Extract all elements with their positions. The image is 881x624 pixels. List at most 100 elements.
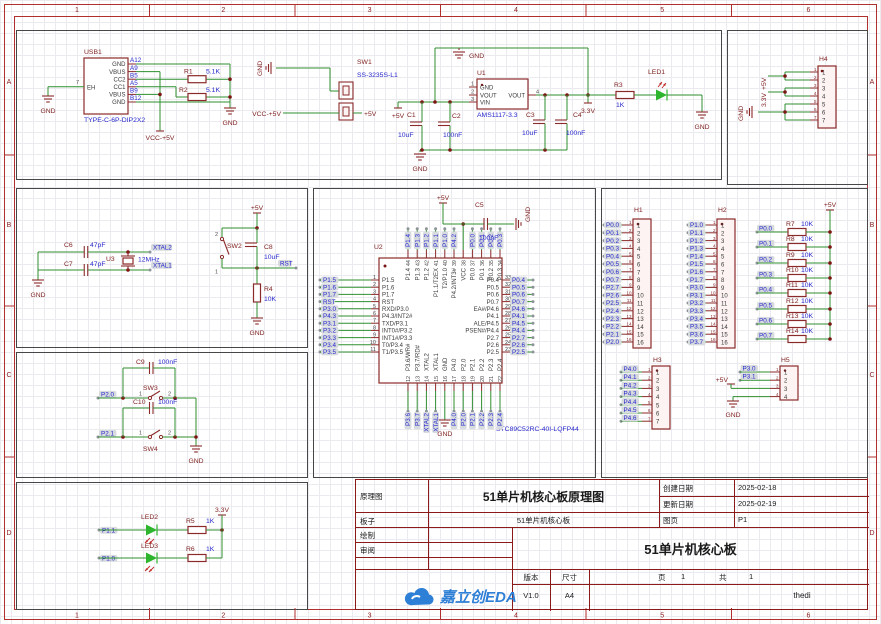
junction-dot bbox=[783, 74, 787, 78]
label: 10K bbox=[264, 296, 277, 303]
net-label: P3.0 bbox=[321, 305, 339, 313]
label: 100nF bbox=[443, 132, 462, 139]
label: 5 bbox=[629, 251, 632, 256]
label: R13 bbox=[786, 313, 799, 320]
polygon bbox=[146, 524, 157, 536]
label: 41 bbox=[434, 260, 440, 266]
component-body[interactable] bbox=[252, 283, 262, 303]
svg-text:P4.2: P4.2 bbox=[451, 234, 458, 247]
net-label: P0.3 bbox=[757, 270, 775, 279]
svg-text:P0.0: P0.0 bbox=[759, 226, 772, 233]
label: GND bbox=[112, 100, 126, 106]
svg-text:P0.5: P0.5 bbox=[606, 261, 619, 268]
label: XTAL2 bbox=[425, 352, 431, 371]
component-body[interactable] bbox=[378, 257, 503, 384]
component-body[interactable] bbox=[787, 334, 807, 344]
svg-text:P0.7: P0.7 bbox=[606, 277, 619, 284]
label: GND bbox=[738, 106, 745, 121]
component-body[interactable] bbox=[787, 319, 807, 329]
component-body[interactable] bbox=[787, 288, 807, 298]
label: 43 bbox=[415, 260, 421, 266]
label: 6 bbox=[822, 111, 826, 117]
port-dot bbox=[294, 266, 298, 270]
svg-text:P0.6: P0.6 bbox=[512, 292, 525, 299]
header-body[interactable] bbox=[817, 65, 837, 129]
label: 1 bbox=[139, 431, 142, 437]
svg-text:P0.7: P0.7 bbox=[759, 333, 772, 340]
label: 6 bbox=[373, 311, 376, 317]
component-body[interactable] bbox=[615, 90, 635, 100]
label: 10K bbox=[801, 313, 814, 320]
svg-text:P0.2: P0.2 bbox=[488, 234, 495, 247]
svg-text:XTAL1: XTAL1 bbox=[433, 413, 440, 432]
header-body[interactable] bbox=[651, 365, 671, 430]
label: R14 bbox=[786, 328, 799, 335]
component-body[interactable] bbox=[122, 257, 134, 265]
component-body[interactable] bbox=[187, 525, 207, 535]
net-label: P1.1 bbox=[688, 229, 706, 237]
component-body[interactable] bbox=[187, 92, 207, 102]
port-dot bbox=[424, 409, 428, 413]
svg-text:P1.1: P1.1 bbox=[690, 230, 703, 237]
label: 38 bbox=[461, 260, 467, 266]
label: 10uF bbox=[264, 254, 280, 261]
component-body[interactable] bbox=[787, 304, 807, 314]
usb-connector[interactable]: USB1TYPE-C-6P-DIP2X2EH7GNDA12VBUSA9CC2B5… bbox=[76, 49, 145, 124]
net-label: P3.4 bbox=[321, 341, 339, 349]
svg-text:RST: RST bbox=[323, 299, 336, 306]
label: B5 bbox=[130, 72, 138, 79]
label: R4 bbox=[264, 286, 273, 293]
label: 2 bbox=[471, 90, 474, 96]
label: 47pF bbox=[90, 242, 106, 249]
component-body[interactable] bbox=[787, 242, 807, 252]
component-body[interactable] bbox=[787, 227, 807, 237]
label: P1.3 bbox=[415, 267, 421, 280]
component-body[interactable] bbox=[187, 553, 207, 563]
label: GND bbox=[249, 330, 264, 337]
label: 4 bbox=[648, 392, 651, 397]
label: 12 bbox=[626, 306, 632, 311]
label: P1.7 bbox=[382, 293, 395, 299]
component-body[interactable] bbox=[787, 273, 807, 283]
label: 2 bbox=[215, 232, 218, 238]
label: 3 bbox=[721, 239, 725, 245]
svg-text:P2.0: P2.0 bbox=[460, 413, 467, 426]
header-body[interactable] bbox=[716, 218, 736, 349]
label: 16 bbox=[637, 341, 644, 347]
label: 11 bbox=[370, 347, 376, 353]
component-body[interactable] bbox=[187, 75, 207, 84]
net-label: P0.6 bbox=[757, 316, 775, 325]
header-body[interactable] bbox=[779, 365, 799, 401]
port-dot bbox=[498, 227, 502, 231]
jlceda-logo-text: 嘉立创EDA bbox=[440, 589, 517, 606]
label: 11 bbox=[637, 302, 644, 308]
component-body[interactable] bbox=[787, 258, 807, 268]
component-body[interactable] bbox=[476, 78, 529, 110]
label: R8 bbox=[786, 236, 795, 243]
u2-top-pins: P1.444P1.4P1.343P1.3P1.242P1.2P1.141P1.1… bbox=[404, 222, 504, 298]
header-body[interactable] bbox=[632, 218, 652, 349]
component-body[interactable] bbox=[83, 57, 129, 115]
